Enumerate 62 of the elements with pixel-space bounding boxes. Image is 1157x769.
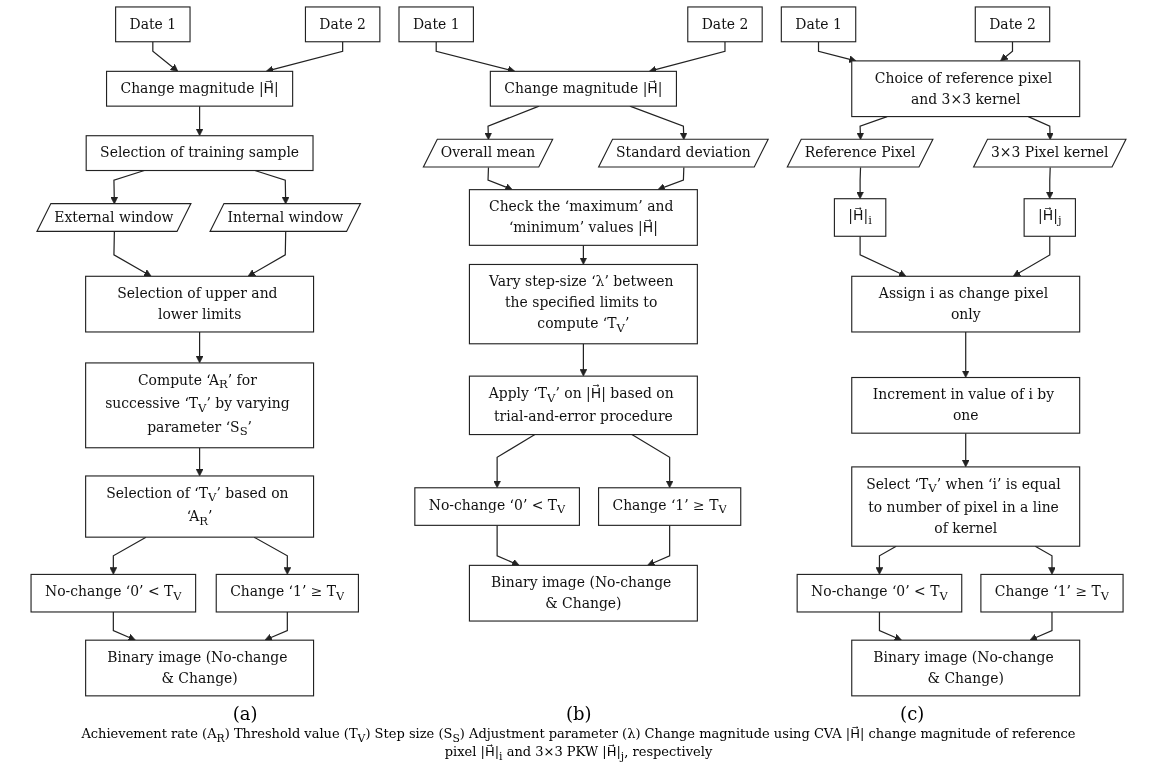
node-box: Change ‘1’ ≥ T$_{V}$ — [598, 487, 742, 526]
node-box: Select ‘T$_{V}$’ when ‘i’ is equal to number of pixel in a line of kernel — [851, 466, 1081, 547]
arrow — [109, 536, 147, 575]
arrow — [195, 447, 204, 477]
arrow — [1027, 115, 1054, 140]
node-box: No-change ‘0’ < T$_{V}$ — [414, 487, 580, 526]
node-box: Selection of ‘T$_{V}$’ based on ‘A$_{R}$’ — [85, 475, 315, 538]
arrow — [1034, 545, 1056, 575]
arrow — [961, 331, 970, 378]
node-box: Date 2 — [304, 6, 381, 43]
arrow — [1012, 235, 1051, 277]
node-box: Binary image (No-change & Change) — [85, 639, 315, 697]
node-box: Selection of upper and lower limits — [85, 275, 315, 333]
arrow — [878, 611, 902, 641]
arrow — [961, 432, 970, 468]
node-box: Selection of training sample — [85, 135, 314, 172]
node-box: |H⃗|$_{j}$ — [1023, 198, 1076, 237]
arrow — [253, 536, 292, 575]
node-box: Change magnitude |H⃗| — [489, 70, 677, 107]
arrow — [1029, 611, 1053, 641]
arrow — [859, 235, 907, 277]
node-box: Apply ‘T$_{V}$’ on |H⃗| based on trial-and-error procedure — [468, 375, 698, 436]
node-box: Assign i as change pixel only — [851, 275, 1081, 333]
node-box: Date 1 — [115, 6, 191, 43]
node-box: No-change ‘0’ < T$_{V}$ — [30, 573, 197, 613]
node-box: Change ‘1’ ≥ T$_{V}$ — [980, 573, 1124, 613]
node-box: Binary image (No-change & Change) — [851, 639, 1081, 697]
node-box: Increment in value of i by one — [851, 376, 1081, 434]
arrow — [817, 41, 857, 63]
arrow — [579, 343, 588, 377]
arrow — [647, 524, 671, 567]
arrow — [195, 105, 204, 137]
caption: Achievement rate (A$_{R}$) Threshold value (T$_{V}$) Step size (S$_{S}$) Adjustment parameter (λ) Change magnitude using CVA |H⃗| change magnitude of reference pixel |H⃗|$_{i}$ and 3×3 PKW |H⃗|$_{j}$, respectively — [80, 725, 1077, 763]
arrow — [264, 611, 288, 641]
node-box: Vary step-size ‘λ’ between the specified limits to compute ‘T$_{V}$’ — [468, 263, 698, 345]
subfigure-label: (c) — [900, 702, 925, 724]
node-box: No-change ‘0’ < T$_{V}$ — [796, 573, 963, 613]
node-box: Check the ‘maximum’ and ‘minimum’ values |H⃗| — [468, 189, 698, 246]
node-box: Compute ‘A$_{R}$’ for successive ‘T$_{V}$’ by varying parameter ‘S$_{S}$’ — [85, 362, 315, 449]
node-box: Date 1 — [398, 6, 474, 43]
subfigure-label: (a) — [232, 702, 258, 724]
node-box: Date 2 — [687, 6, 763, 43]
node-box: Date 1 — [780, 6, 857, 43]
arrow — [856, 115, 888, 140]
arrow — [631, 433, 674, 489]
node-box: Binary image (No-change & Change) — [468, 564, 698, 622]
subfigure-label: (b) — [566, 702, 592, 724]
node-box: Change ‘1’ ≥ T$_{V}$ — [215, 573, 359, 613]
arrow — [875, 545, 897, 575]
arrow — [113, 231, 152, 277]
arrow — [112, 611, 136, 641]
arrow — [195, 331, 204, 364]
arrow — [247, 231, 287, 277]
node-box: |H⃗|$_{i}$ — [833, 198, 887, 237]
node-box: Choice of reference pixel and 3×3 kernel — [851, 60, 1081, 118]
node-box: Change magnitude |H⃗| — [106, 70, 294, 107]
node-box: Date 2 — [974, 6, 1051, 43]
arrow — [496, 524, 520, 567]
arrow — [152, 41, 179, 72]
arrow — [579, 244, 588, 265]
arrow — [493, 433, 536, 489]
arrow — [1000, 41, 1014, 62]
